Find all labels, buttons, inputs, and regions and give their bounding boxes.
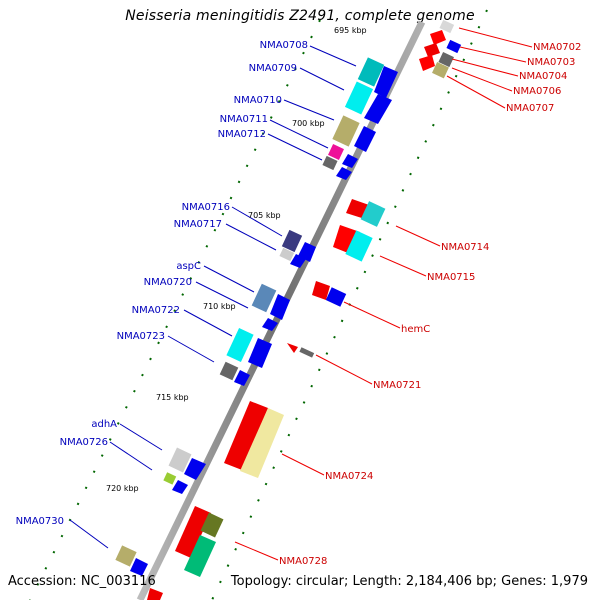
forward-strand-features <box>115 57 398 576</box>
gene-label[interactable]: NMA0730 <box>16 516 64 527</box>
gene-label[interactable]: NMA0703 <box>527 57 575 68</box>
gene-label[interactable]: NMA0722 <box>132 305 180 316</box>
gene-label[interactable]: NMA0721 <box>373 380 421 391</box>
genome-title: Neisseria meningitidis Z2491, complete g… <box>125 8 475 24</box>
reverse-strand-features <box>147 19 462 600</box>
scale-label: 695 kbp <box>334 26 367 35</box>
scale-label: 720 kbp <box>106 484 139 493</box>
gene-label[interactable]: NMA0708 <box>260 40 308 51</box>
gene-label[interactable]: adhA <box>91 419 117 430</box>
gene-label[interactable]: NMA0711 <box>220 114 268 125</box>
gene-label[interactable]: NMA0714 <box>441 242 489 253</box>
gene-label[interactable]: NMA0709 <box>249 63 297 74</box>
inner-tick-ring <box>29 19 321 600</box>
gene-label[interactable]: NMA0717 <box>174 219 222 230</box>
gene-label[interactable]: NMA0706 <box>513 86 561 97</box>
gene-label[interactable]: NMA0707 <box>506 103 554 114</box>
scale-label: 700 kbp <box>292 119 325 128</box>
genome-summary: Topology: circular; Length: 2,184,406 bp… <box>230 574 588 589</box>
gene-label[interactable]: NMA0728 <box>279 556 327 567</box>
gene-label[interactable]: NMA0712 <box>218 129 266 140</box>
gene-label[interactable]: aspC <box>176 261 201 272</box>
gene-label[interactable]: NMA0716 <box>182 202 230 213</box>
left-gene-labels: NMA0708 NMA0709 NMA0710 NMA0711 NMA0712 … <box>16 40 308 527</box>
right-gene-labels: NMA0702 NMA0703 NMA0704 NMA0706 NMA0707 … <box>279 42 581 567</box>
scale-label: 705 kbp <box>248 211 281 220</box>
gene-label[interactable]: NMA0710 <box>234 95 282 106</box>
left-label-leaders <box>69 45 357 549</box>
gene-label[interactable]: hemC <box>401 324 430 335</box>
gene-label[interactable]: NMA0726 <box>60 437 108 448</box>
gene-label[interactable]: NMA0720 <box>144 277 192 288</box>
right-label-leaders <box>234 27 533 561</box>
gene-label[interactable]: NMA0704 <box>519 71 567 82</box>
gene-label[interactable]: NMA0723 <box>117 331 165 342</box>
gene-label[interactable]: NMA0715 <box>427 272 475 283</box>
scale-label: 710 kbp <box>203 302 236 311</box>
scale-labels: 695 kbp 700 kbp 705 kbp 710 kbp 715 kbp … <box>106 26 367 493</box>
gene-label[interactable]: NMA0724 <box>325 471 373 482</box>
accession-label: Accession: NC_003116 <box>8 574 156 589</box>
scale-label: 715 kbp <box>156 393 189 402</box>
gene-label[interactable]: NMA0702 <box>533 42 581 53</box>
